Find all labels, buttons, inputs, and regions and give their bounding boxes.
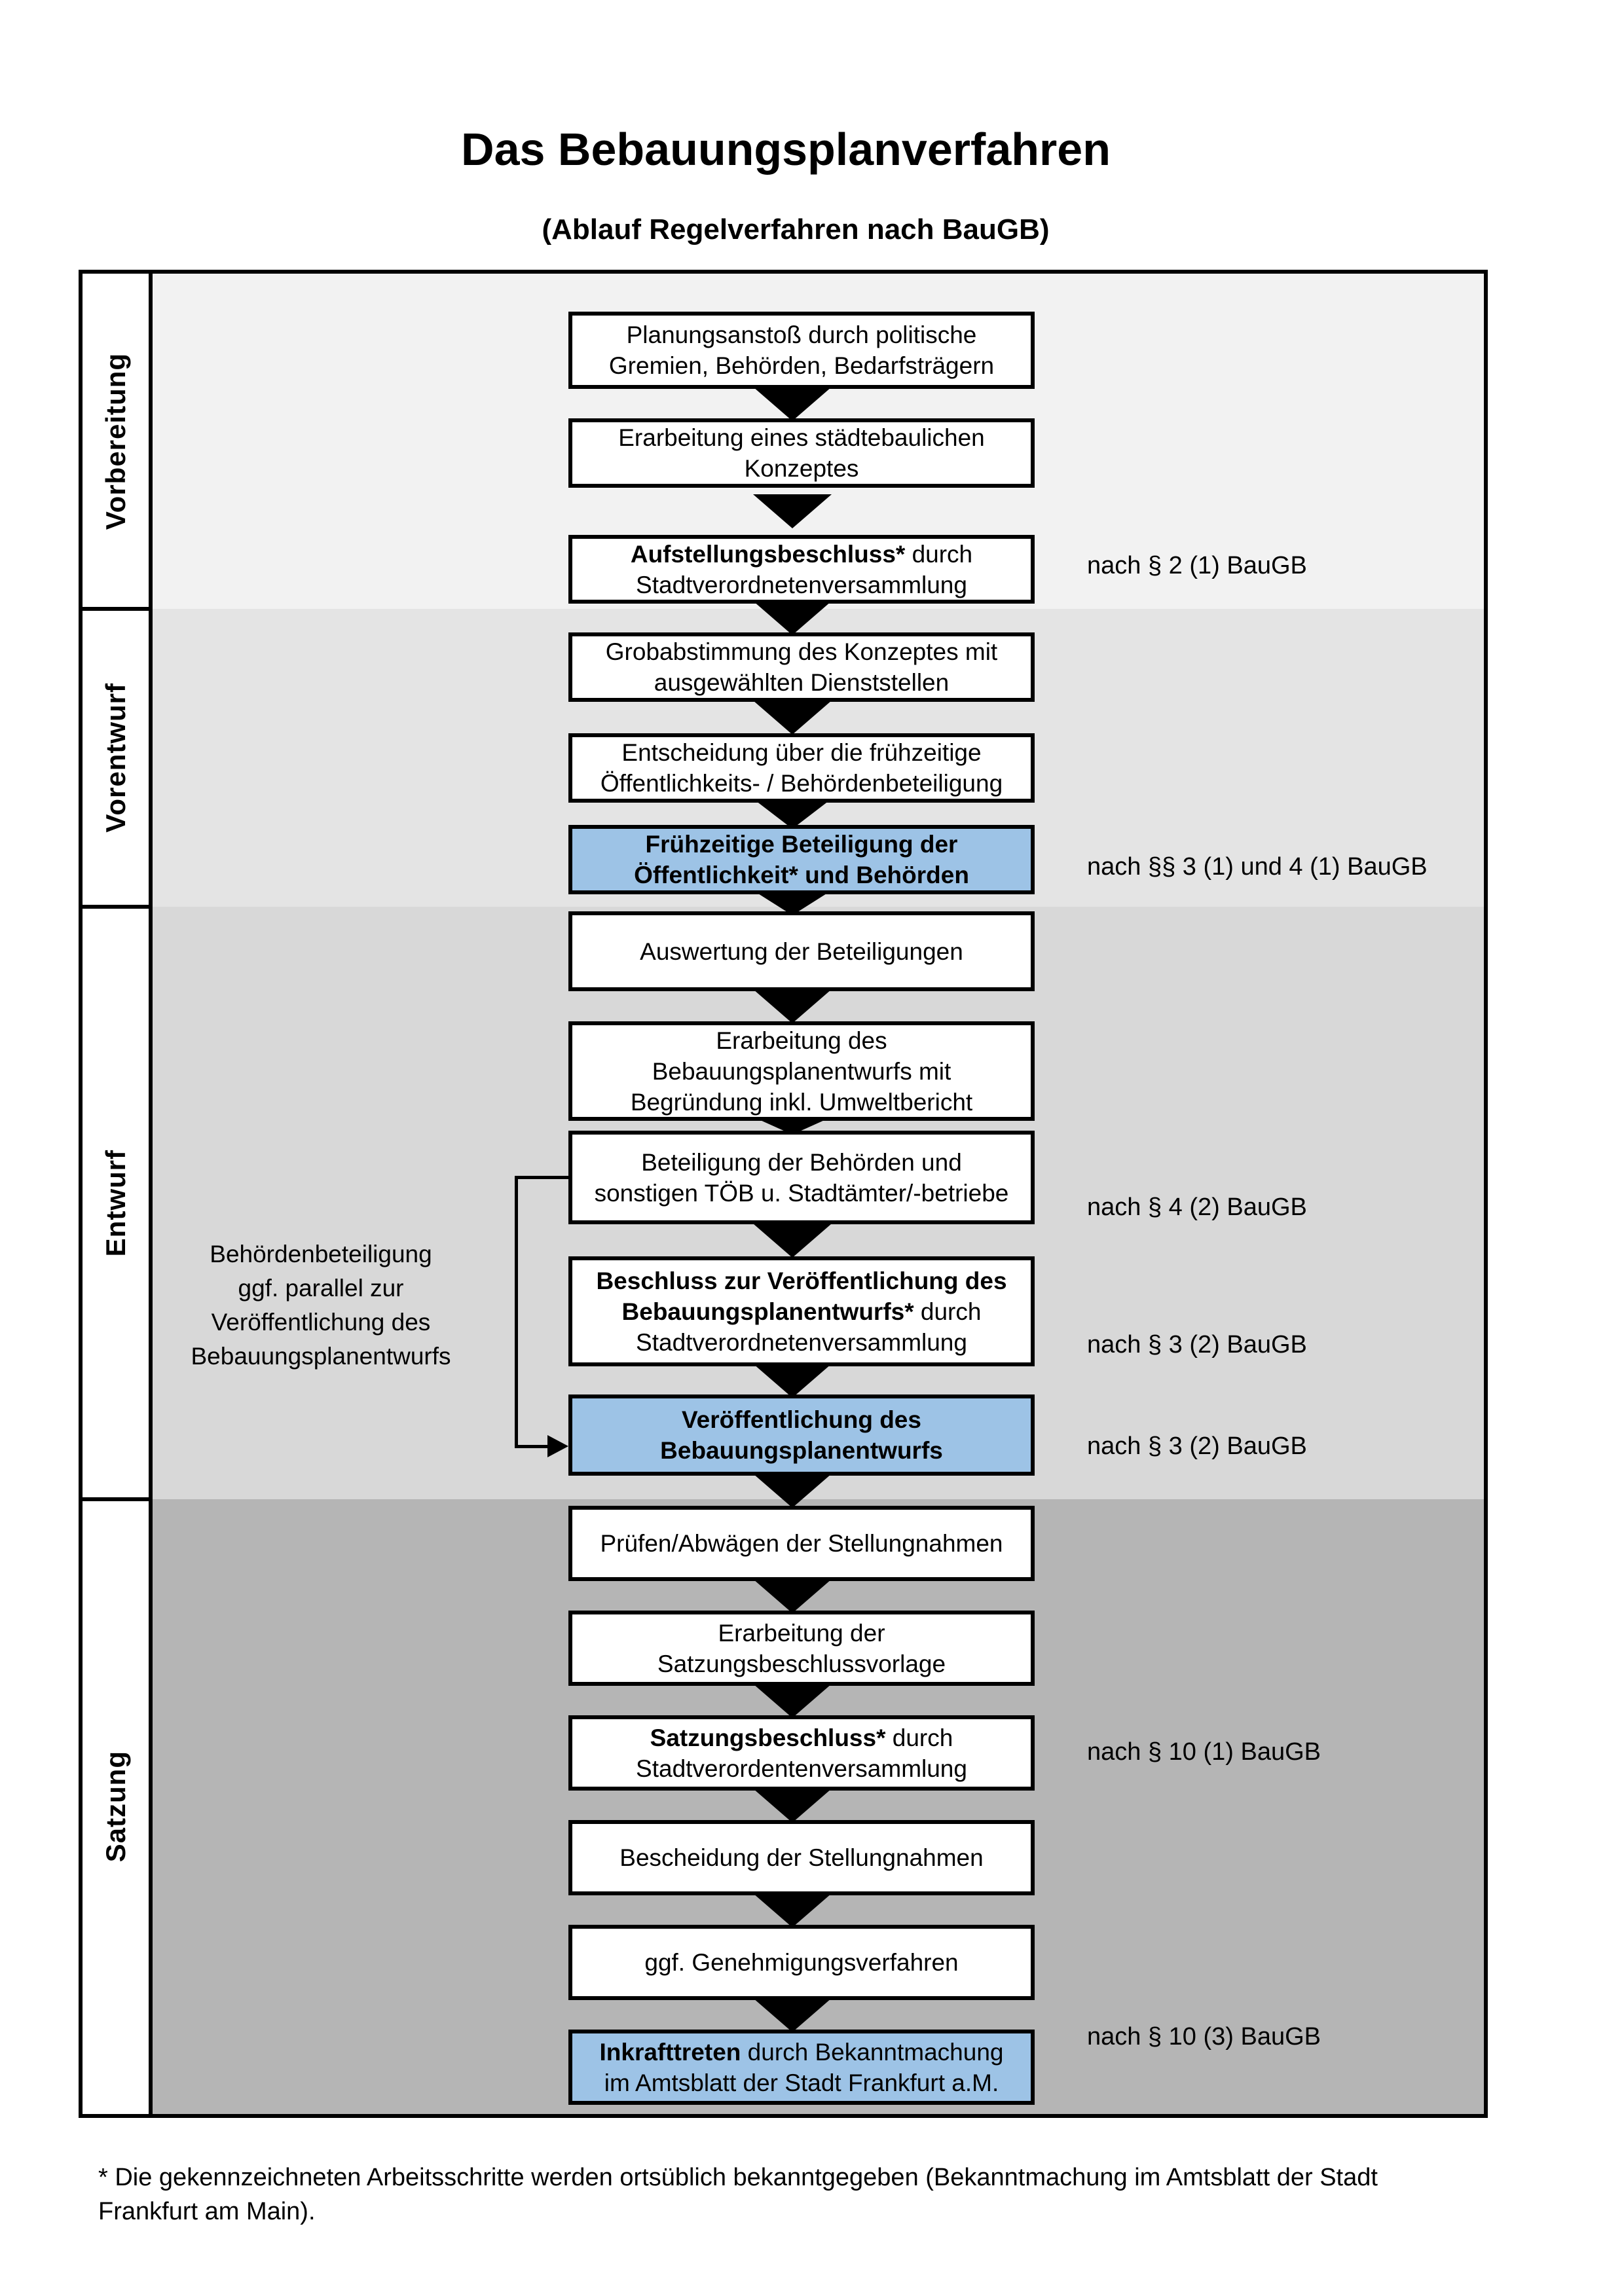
flow-box-text-line: Entscheidung über die frühzeitige <box>621 739 982 766</box>
phase-divider <box>79 905 153 909</box>
flow-box-text-line: Veröffentlichung des <box>682 1406 921 1433</box>
flow-arrow-down-icon <box>753 799 832 829</box>
flow-arrow-down-icon <box>753 989 832 1023</box>
page-subtitle: (Ablauf Regelverfahren nach BauGB) <box>542 213 1050 246</box>
flow-box-text-line: Stadtverordnetenversammlung <box>636 1328 967 1356</box>
parallel-participation-note: Behördenbeteiligung ggf. parallel zur Ve… <box>191 1241 451 1370</box>
parallel-connector-arrow-icon <box>547 1435 568 1457</box>
flow-arrow-down-icon <box>753 1223 832 1258</box>
flow-box-text-line: Prüfen/Abwägen der Stellungnahmen <box>600 1530 1003 1557</box>
phase-label-vorentwurf: Vorentwurf <box>83 609 149 907</box>
phase-label-satzung: Satzung <box>83 1499 149 2114</box>
flow-box-text-line: Bescheidung der Stellungnahmen <box>619 1844 984 1871</box>
flow-box-text-line: Erarbeitung des <box>716 1027 887 1054</box>
flow-box-text-line: ggf. Genehmigungsverfahren <box>644 1949 959 1976</box>
flow-arrow-down-icon <box>753 1683 832 1718</box>
phase-label-text: Vorentwurf <box>100 683 131 833</box>
flow-box-pruefen-abwaegen: Prüfen/Abwägen der Stellungnahmen <box>568 1506 1035 1581</box>
flow-box-text-line: Aufstellungsbeschluss* durch <box>630 540 973 568</box>
flow-box-bescheidung-stellungnahmen: Bescheidung der Stellungnahmen <box>568 1820 1035 1895</box>
flow-arrow-down-icon <box>753 1788 832 1823</box>
baugb-reference-note-fruehzeitige-beteiligung: nach §§ 3 (1) und 4 (1) BauGB <box>1087 853 1428 881</box>
page-title: Das Bebauungsplanverfahren <box>461 124 1111 175</box>
baugb-reference-note-aufstellungsbeschluss: nach § 2 (1) BauGB <box>1087 552 1307 579</box>
flow-box-text-line: Satzungsbeschlussvorlage <box>657 1650 946 1677</box>
flow-arrow-down-icon <box>753 701 832 735</box>
flow-arrow-down-icon <box>753 386 832 421</box>
phase-label-text: Satzung <box>100 1751 131 1863</box>
flow-box-text-line: Beschluss zur Veröffentlichung des <box>596 1267 1007 1294</box>
flow-box-text-line: Bebauungsplanentwurfs mit <box>652 1057 951 1085</box>
flow-arrow-down-icon <box>753 1578 832 1613</box>
flow-box-text-line: Erarbeitung eines städtebaulichen <box>618 424 985 451</box>
parallel-connector-bottom-line <box>515 1445 549 1448</box>
flow-arrow-down-icon <box>753 890 832 915</box>
baugb-reference-note-beschluss-veroeffentlichung: nach § 3 (2) BauGB <box>1087 1331 1307 1358</box>
baugb-reference-note-veroeffentlichung-entwurf: nach § 3 (2) BauGB <box>1087 1432 1307 1460</box>
flow-box-text-line: Planungsanstoß durch politische <box>626 321 977 348</box>
flow-arrow-down-icon <box>753 1893 832 1927</box>
flow-box-text-line: Begründung inkl. Umweltbericht <box>630 1088 973 1116</box>
flow-box-text-line: Beteiligung der Behörden und <box>641 1148 962 1176</box>
flow-box-text-line: Frühzeitige Beteiligung der <box>645 831 958 858</box>
flow-box-text-line: Erarbeitung der <box>718 1619 885 1647</box>
baugb-reference-note-beteiligung-behoerden-toeb: nach § 4 (2) BauGB <box>1087 1194 1307 1221</box>
flow-box-text-line: Konzeptes <box>744 455 859 482</box>
flow-box-text-line: Gremien, Behörden, Bedarfsträgern <box>608 352 995 379</box>
flow-box-text-line: Auswertung der Beteiligungen <box>640 938 963 965</box>
flow-box-text-line: Stadtverordnetenversammlung <box>636 571 967 598</box>
flow-box-text-line: ausgewählten Dienststellen <box>654 669 950 696</box>
flow-arrow-down-icon <box>753 601 832 635</box>
flow-box-text-line: Öffentlichkeits- / Behördenbeteiligung <box>600 770 1003 797</box>
phase-label-vorbereitung: Vorbereitung <box>83 274 149 609</box>
flow-box-text-line: Öffentlichkeit* und Behörden <box>634 862 969 888</box>
footnote: * Die gekennzeichneten Arbeitsschritte w… <box>98 2164 1378 2225</box>
phase-label-entwurf: Entwurf <box>83 907 149 1499</box>
baugb-reference-note-inkrafttreten: nach § 10 (3) BauGB <box>1087 2023 1321 2050</box>
flow-box-beteiligung-behoerden-toeb: Beteiligung der Behörden und sonstigen TÖ… <box>568 1131 1035 1224</box>
phase-label-text: Vorbereitung <box>100 352 131 530</box>
flow-arrow-down-icon <box>753 1997 832 2032</box>
phase-divider <box>79 1497 153 1501</box>
parallel-connector-top-line <box>515 1176 568 1179</box>
flow-arrow-down-icon <box>753 494 832 528</box>
phase-divider <box>79 607 153 611</box>
flow-box-inkrafttreten: Inkrafttreten durch Bekanntmachung im Amt… <box>568 2030 1035 2105</box>
flow-arrow-down-icon <box>753 1474 832 1508</box>
phase-label-column-border <box>149 274 153 2114</box>
flow-box-text-line: Stadtverordentenversammlung <box>636 1755 967 1782</box>
flow-arrow-down-icon <box>753 1363 832 1398</box>
flow-box-text-line: sonstigen TÖB u. Stadtämter/-betriebe <box>594 1179 1009 1207</box>
flow-box-genehmigungsverfahren: ggf. Genehmigungsverfahren <box>568 1925 1035 2000</box>
parallel-connector-vertical-line <box>515 1176 518 1448</box>
flow-box-grobabstimmung: Grobabstimmung des Konzeptes mit ausgewäh… <box>568 632 1035 702</box>
flow-box-text-line: Inkrafttreten durch Bekanntmachung <box>599 2038 1004 2066</box>
baugb-reference-note-satzungsbeschluss: nach § 10 (1) BauGB <box>1087 1738 1321 1766</box>
flow-box-text-line: Bebauungsplanentwurfs* durch <box>621 1298 982 1325</box>
phase-label-text: Entwurf <box>100 1149 131 1257</box>
flow-box-text-line: Satzungsbeschluss* durch <box>650 1724 953 1751</box>
flow-box-text-line: Bebauungsplanentwurfs <box>660 1437 943 1464</box>
flow-box-text-line: Grobabstimmung des Konzeptes mit <box>605 638 998 665</box>
flow-box-auswertung-beteiligungen: Auswertung der Beteiligungen <box>568 911 1035 991</box>
flow-box-text-line: im Amtsblatt der Stadt Frankfurt a.M. <box>604 2069 999 2096</box>
